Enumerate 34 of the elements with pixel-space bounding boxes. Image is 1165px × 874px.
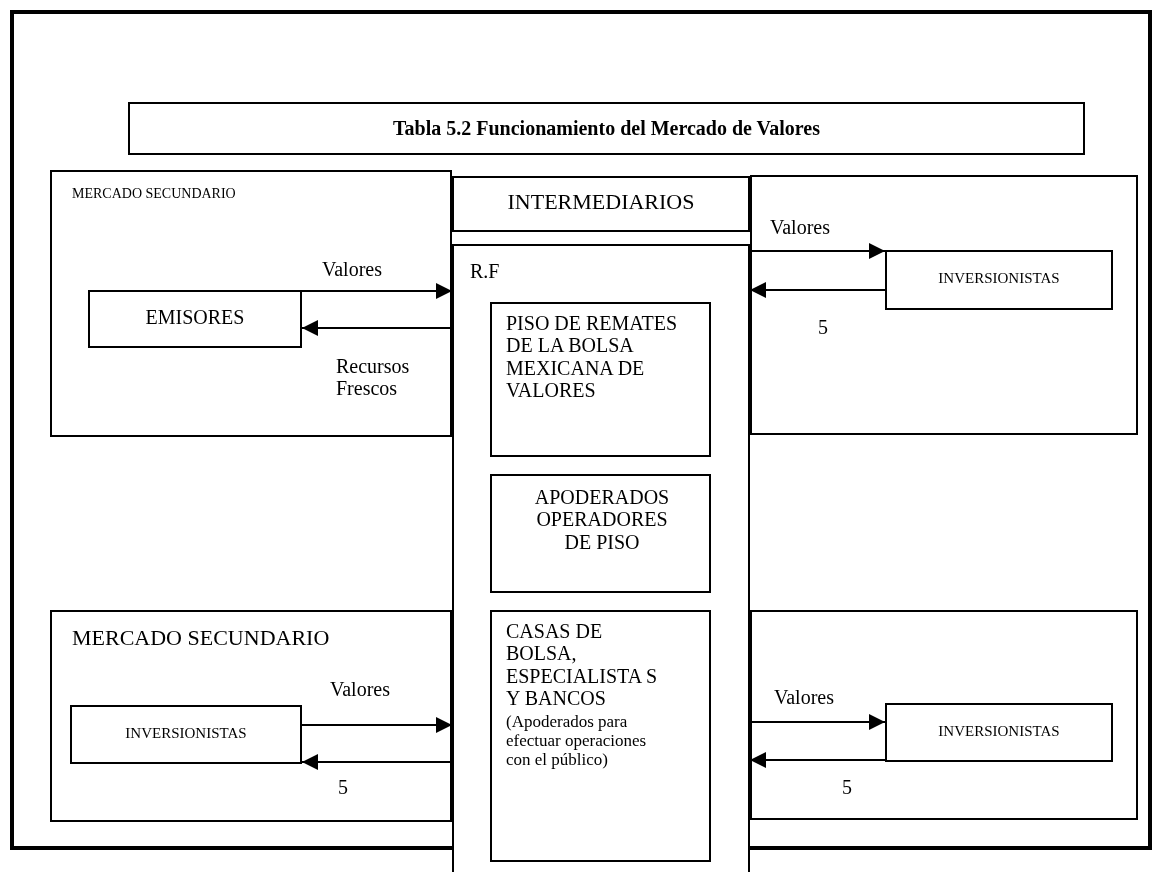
- node-label: INTERMEDIARIOS: [506, 190, 696, 215]
- market-panel: [50, 610, 452, 822]
- node-label: EMISORES: [144, 306, 246, 329]
- process-box: [490, 474, 711, 593]
- node-note: (Apoderados para efectuar operaciones con el público): [506, 712, 648, 770]
- arrow: [750, 282, 885, 298]
- market-panel: [750, 175, 1138, 435]
- market-panel: [50, 170, 452, 437]
- process-box: [490, 302, 711, 457]
- process-box: [885, 703, 1113, 762]
- node-label: MERCADO SECUNDARIO: [72, 626, 331, 651]
- arrow: [750, 243, 885, 259]
- node-label: INVERSIONISTAS: [124, 725, 248, 742]
- node-label: PISO DE REMATES DE LA BOLSA MEXICANA DE VALORES: [506, 312, 679, 402]
- arrow: [750, 714, 885, 730]
- market-panel: [750, 610, 1138, 820]
- process-box: [88, 290, 302, 348]
- arrow: [750, 752, 885, 768]
- process-box: [70, 705, 302, 764]
- process-box: [885, 250, 1113, 310]
- node-label: APODERADOS OPERADORES DE PISO: [533, 486, 671, 554]
- column-panel: [452, 244, 750, 872]
- process-box: [490, 610, 711, 862]
- arrow: [302, 717, 452, 733]
- node-label: MERCADO SECUNDARIO: [72, 186, 237, 202]
- process-box: [452, 176, 750, 232]
- node-label: R.F: [470, 260, 501, 283]
- title-banner: Tabla 5.2 Funcionamiento del Mercado de Valores: [128, 102, 1085, 155]
- node-label: INVERSIONISTAS: [937, 270, 1061, 287]
- arrow: [302, 754, 452, 770]
- arrow: [302, 283, 452, 299]
- node-label: INVERSIONISTAS: [937, 723, 1061, 740]
- arrow: [302, 320, 452, 336]
- node-label: CASAS DE BOLSA, ESPECIALISTA S Y BANCOS: [506, 620, 659, 710]
